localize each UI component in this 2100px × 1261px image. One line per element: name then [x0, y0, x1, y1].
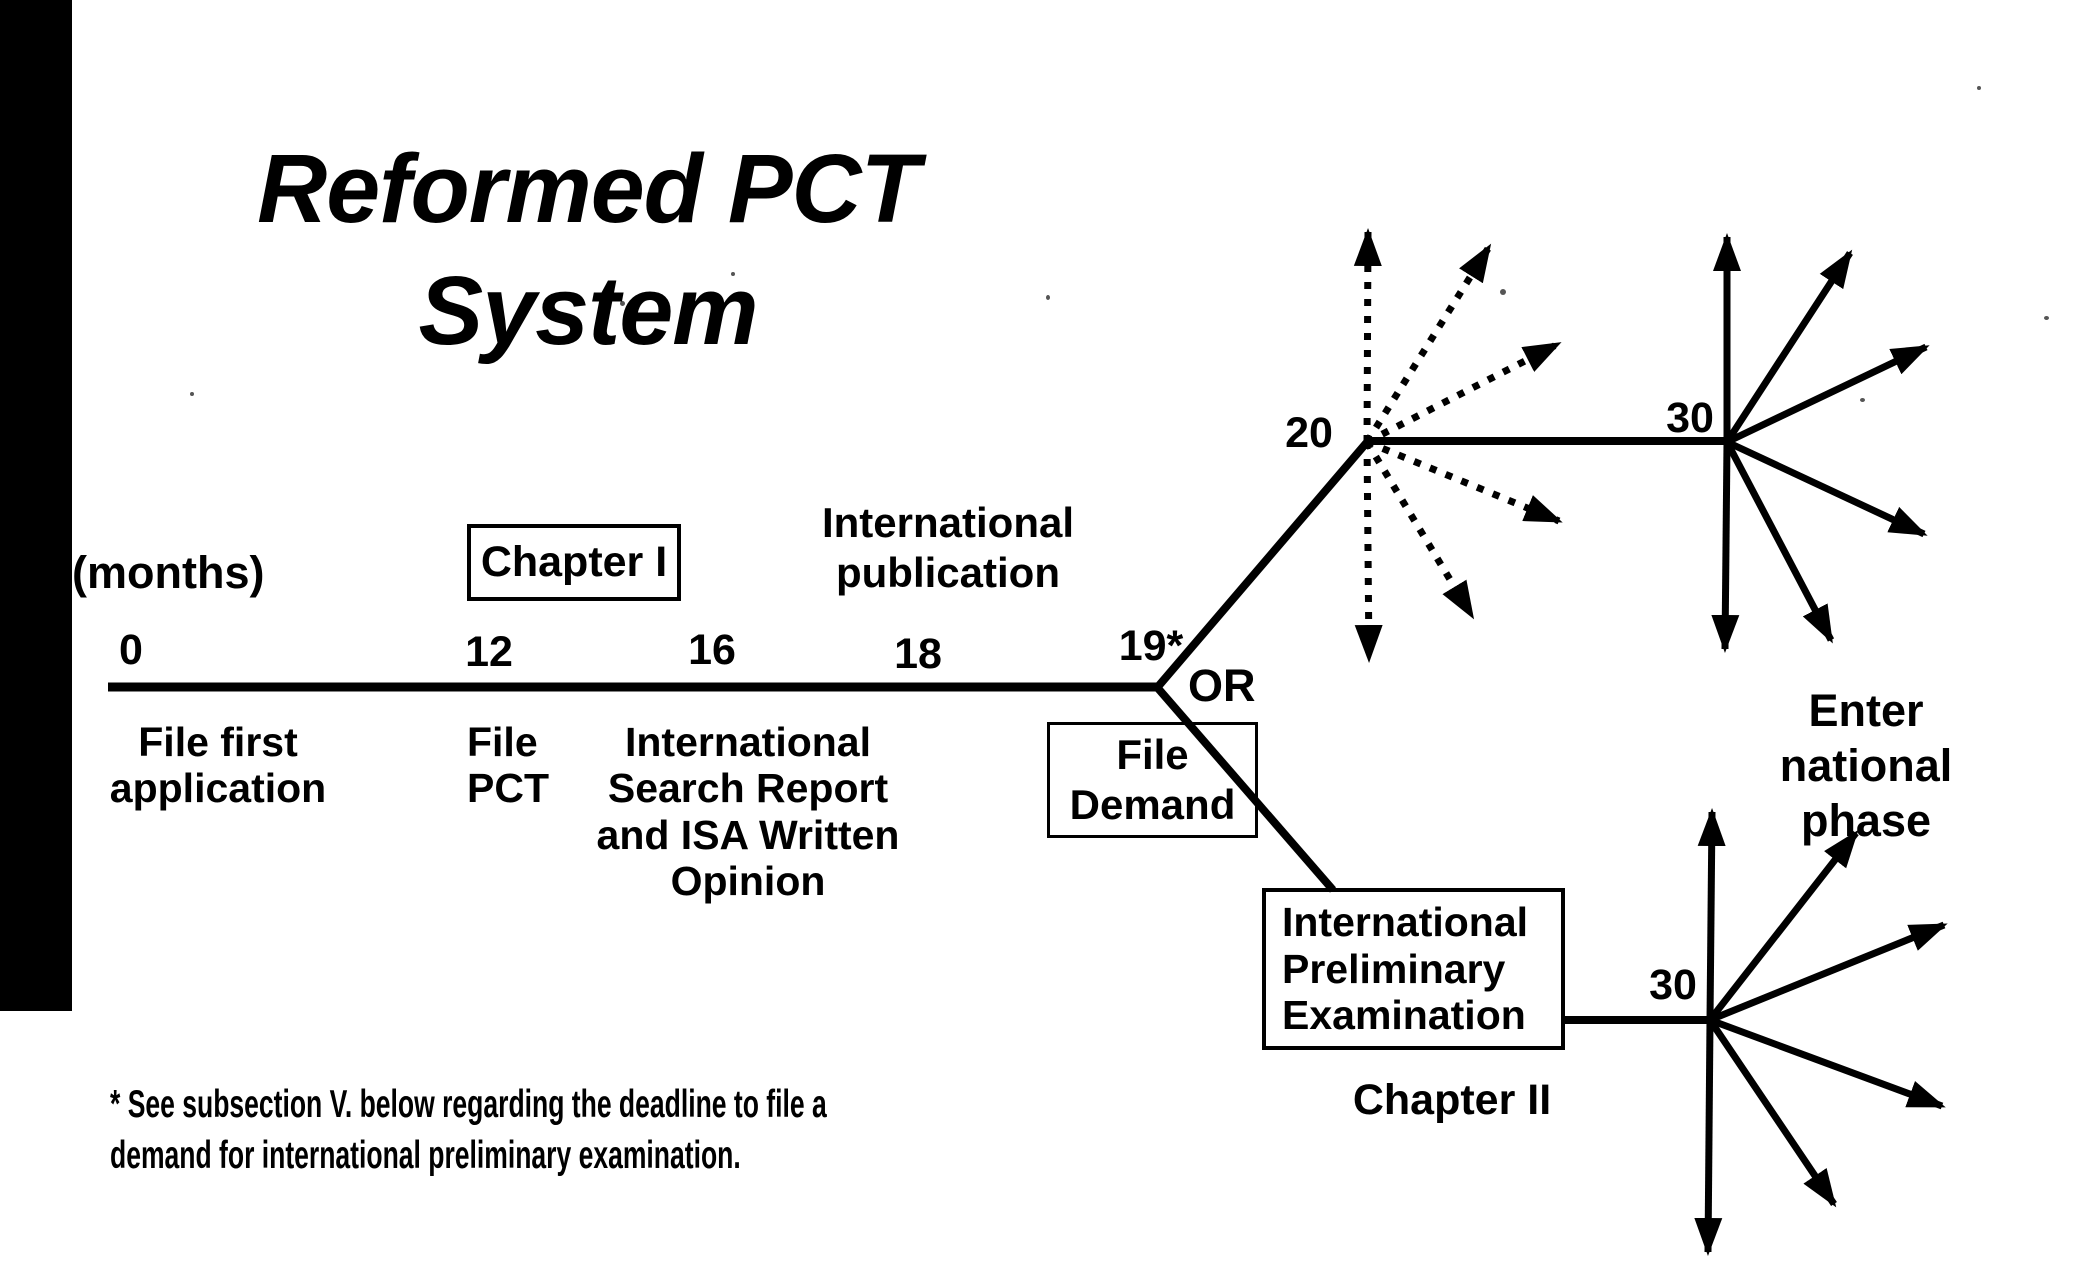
ipe-line3: Examination — [1282, 992, 1526, 1039]
node-30-bottom-label: 30 — [1649, 961, 1697, 1009]
event-line: File — [467, 719, 538, 765]
or-label: OR — [1188, 660, 1256, 711]
event-line: phase — [1800, 794, 1932, 846]
dotted-arrow-up-right-shallow — [1365, 340, 1562, 446]
ipe-line1: International — [1282, 898, 1529, 945]
event-line: publication — [836, 549, 1060, 597]
tick-16: 16 — [688, 626, 736, 674]
dotted-arrow-up — [1353, 228, 1382, 443]
tick-19: 19* — [1118, 622, 1184, 670]
page-title-line1: Reformed PCT — [257, 134, 920, 243]
event-line: International — [821, 499, 1075, 546]
event-file-pct: File PCT — [467, 719, 549, 812]
file-demand-label: File Demand — [1070, 730, 1236, 829]
arrow-up — [1697, 808, 1726, 1021]
event-line: PCT — [467, 765, 549, 812]
footnote-line1: * See subsection V. below regarding the … — [110, 1083, 827, 1126]
months-axis-label: (months) — [72, 547, 265, 598]
arrow-up-right-shallow — [1725, 343, 1930, 446]
node-20-label: 20 — [1285, 409, 1333, 457]
arrow-down — [1694, 1019, 1723, 1256]
event-line: International — [624, 719, 872, 765]
arrow-down-right-shallow — [1725, 438, 1928, 538]
scan-speck — [1977, 86, 1981, 90]
event-enter-national-phase: Enter national phase — [1780, 684, 1953, 849]
chapter-2-label: Chapter II — [1352, 1076, 1552, 1124]
footnote: * See subsection V. below regarding the … — [110, 1080, 827, 1181]
chapter-1-label: Chapter I — [480, 538, 668, 586]
event-intl-search-report: International Search Report and ISA Writ… — [597, 719, 900, 904]
ipe-label: International Preliminary Examination — [1282, 899, 1528, 1039]
footnote-line2: demand for international preliminary exa… — [110, 1133, 741, 1177]
event-line: Opinion — [670, 857, 826, 904]
page-title: Reformed PCT System — [257, 128, 920, 372]
arrow-down — [1711, 441, 1740, 653]
file-demand-box: File Demand — [1047, 722, 1258, 838]
scan-speck — [731, 272, 735, 276]
dotted-arrow-down-right-steep — [1364, 440, 1475, 620]
dotted-arrow-up-right-steep — [1364, 243, 1492, 444]
tick-12: 12 — [465, 628, 513, 676]
dotted-arrow-fan-20 — [1353, 228, 1563, 663]
event-file-first-application: File first application — [110, 719, 326, 812]
scan-speck — [1860, 398, 1865, 402]
chapter-1-box: Chapter I — [467, 524, 681, 601]
scan-speck — [190, 392, 194, 396]
scan-edge-bar — [0, 0, 72, 1011]
scan-speck — [620, 301, 625, 306]
event-line: Search Report — [607, 765, 889, 812]
arrow-up-right-shallow — [1708, 921, 1948, 1024]
scan-speck — [1046, 295, 1050, 300]
arrow-up-right-steep — [1707, 829, 1859, 1023]
scan-speck — [1500, 289, 1506, 295]
scan-speck — [2044, 316, 2049, 320]
dotted-arrow-down — [1354, 441, 1383, 663]
tick-18: 18 — [894, 630, 942, 678]
node-30-top-label: 30 — [1666, 394, 1714, 442]
scan-speck — [904, 566, 909, 570]
intl-preliminary-examination-box: International Preliminary Examination — [1262, 888, 1565, 1050]
page-title-line2: System — [418, 256, 758, 366]
fork-branch-upper — [1152, 438, 1372, 692]
solid-arrow-fan-30-top — [1711, 233, 1930, 653]
arrow-up-right-steep — [1724, 249, 1853, 444]
event-line: Enter — [1808, 685, 1924, 736]
event-intl-publication: International publication — [822, 498, 1074, 599]
fork-branch-lower — [1152, 683, 1337, 893]
arrow-down-right-shallow — [1708, 1016, 1946, 1110]
arrow-down-right-steep — [1707, 1018, 1837, 1208]
solid-arrow-fan-30-bottom — [1694, 808, 1948, 1256]
event-line: and ISA Written — [596, 811, 900, 858]
tick-0: 0 — [119, 626, 143, 674]
ipe-line2: Preliminary — [1282, 945, 1506, 992]
event-line: File first — [138, 719, 298, 765]
dotted-arrow-down-right-shallow — [1365, 438, 1563, 525]
event-line: application — [109, 765, 327, 812]
file-demand-line1: File — [1116, 731, 1189, 779]
arrow-down-right-steep — [1723, 440, 1835, 644]
event-line: national — [1779, 739, 1953, 791]
file-demand-line2: Demand — [1069, 781, 1236, 828]
